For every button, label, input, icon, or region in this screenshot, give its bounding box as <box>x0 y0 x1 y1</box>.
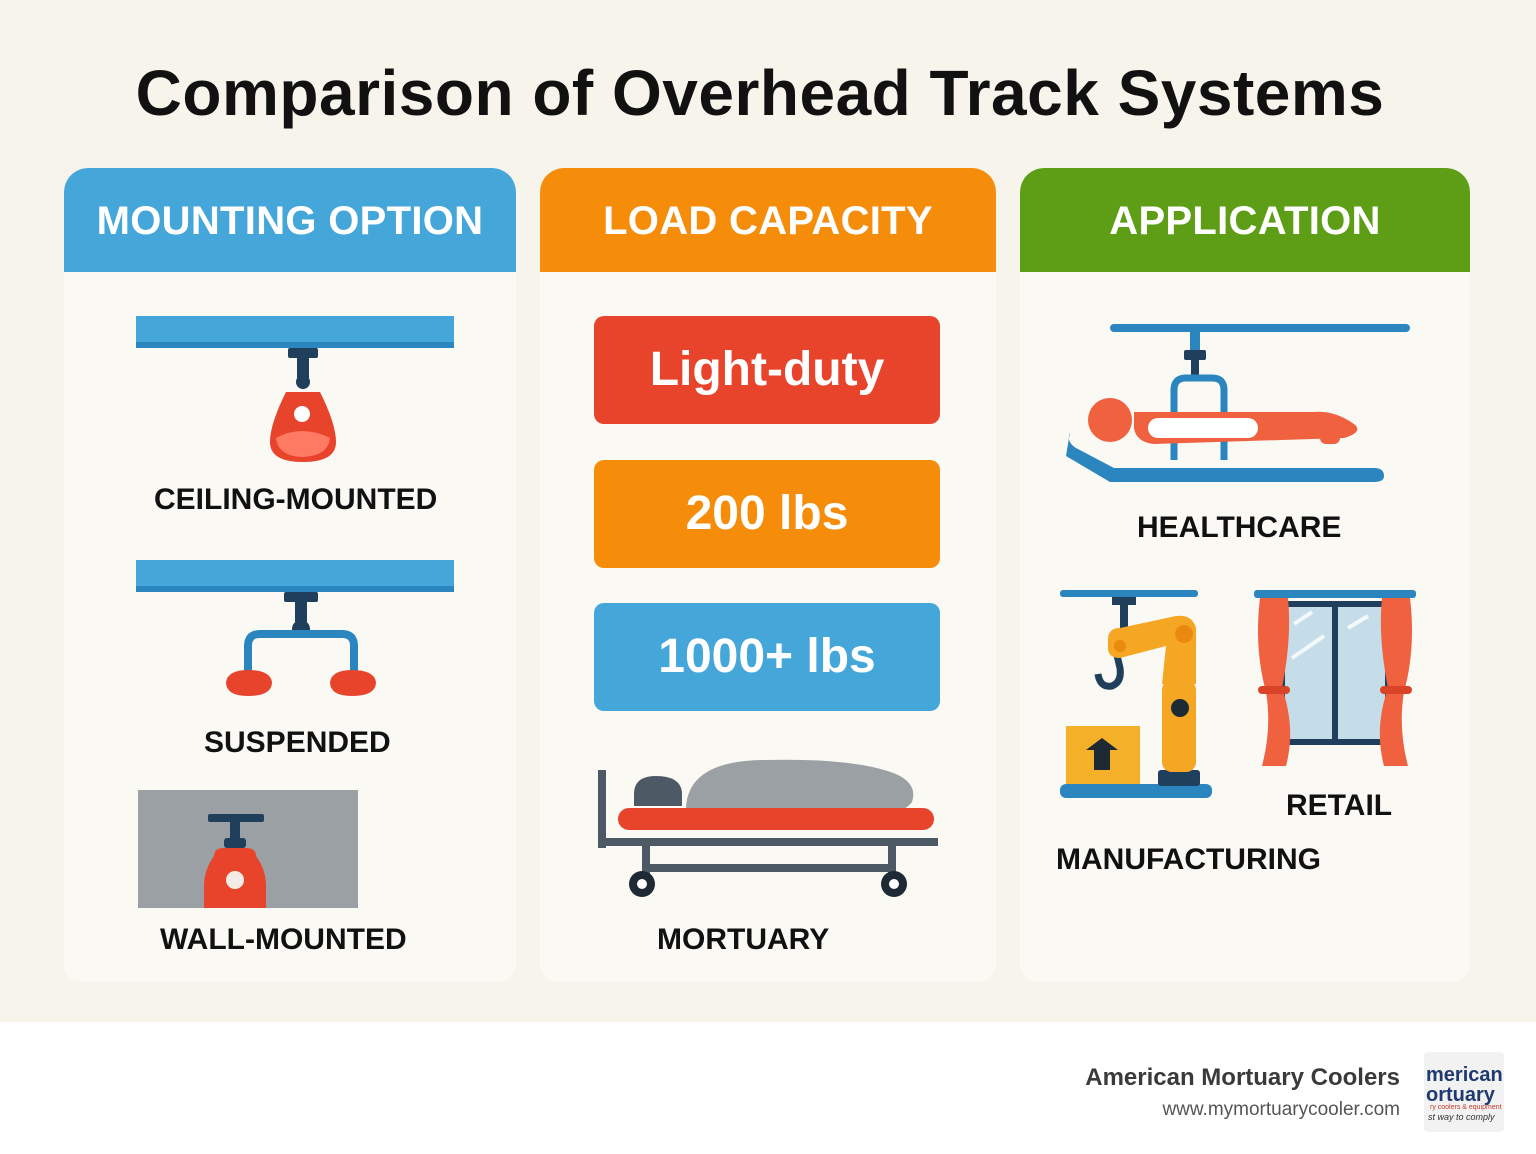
application-label-manufacturing: MANUFACTURING <box>1056 843 1321 876</box>
footer-brand-name: American Mortuary Coolers <box>1085 1064 1400 1091</box>
patient-lift-icon <box>1066 324 1410 482</box>
footer-bar <box>0 1022 1536 1154</box>
capacity-200-lbs: 200 lbs <box>594 460 940 568</box>
column-load-capacity: LOAD CAPACITY <box>540 168 996 982</box>
footer-website-link[interactable]: www.mymortuarycooler.com <box>1162 1099 1400 1120</box>
capacity-label-mortuary: MORTUARY <box>657 923 830 956</box>
wall-mounted-lift-icon <box>138 790 358 908</box>
column-header-mounting-option: MOUNTING OPTION <box>64 168 516 272</box>
logo-text-line-4: st way to comply <box>1428 1112 1495 1122</box>
ceiling-mounted-lift-icon <box>136 316 454 462</box>
column-application: APPLICATION <box>1020 168 1470 982</box>
logo-text-line-1: merican <box>1426 1064 1503 1086</box>
mounting-label-ceiling: CEILING-MOUNTED <box>154 483 438 516</box>
mounting-label-suspended: SUSPENDED <box>204 726 391 759</box>
application-label-healthcare: HEALTHCARE <box>1137 511 1342 544</box>
application-label-retail: RETAIL <box>1286 789 1393 822</box>
logo-text-line-2: ortuary <box>1426 1084 1495 1106</box>
company-logo: merican ortuary ry coolers & equipment s… <box>1424 1052 1504 1132</box>
suspended-lift-icon <box>136 560 454 696</box>
robotic-arm-icon <box>1060 590 1212 798</box>
mortuary-stretcher-icon <box>598 759 938 897</box>
window-curtain-icon <box>1254 590 1416 766</box>
column-header-application: APPLICATION <box>1020 168 1470 272</box>
capacity-light-duty: Light-duty <box>594 316 940 424</box>
mounting-label-wall: WALL-MOUNTED <box>160 923 407 956</box>
capacity-1000-lbs: 1000+ lbs <box>594 603 940 711</box>
column-header-load-capacity: LOAD CAPACITY <box>540 168 996 272</box>
page-title: Comparison of Overhead Track Systems <box>135 57 1385 129</box>
logo-text-line-3: ry coolers & equipment <box>1430 1104 1502 1111</box>
